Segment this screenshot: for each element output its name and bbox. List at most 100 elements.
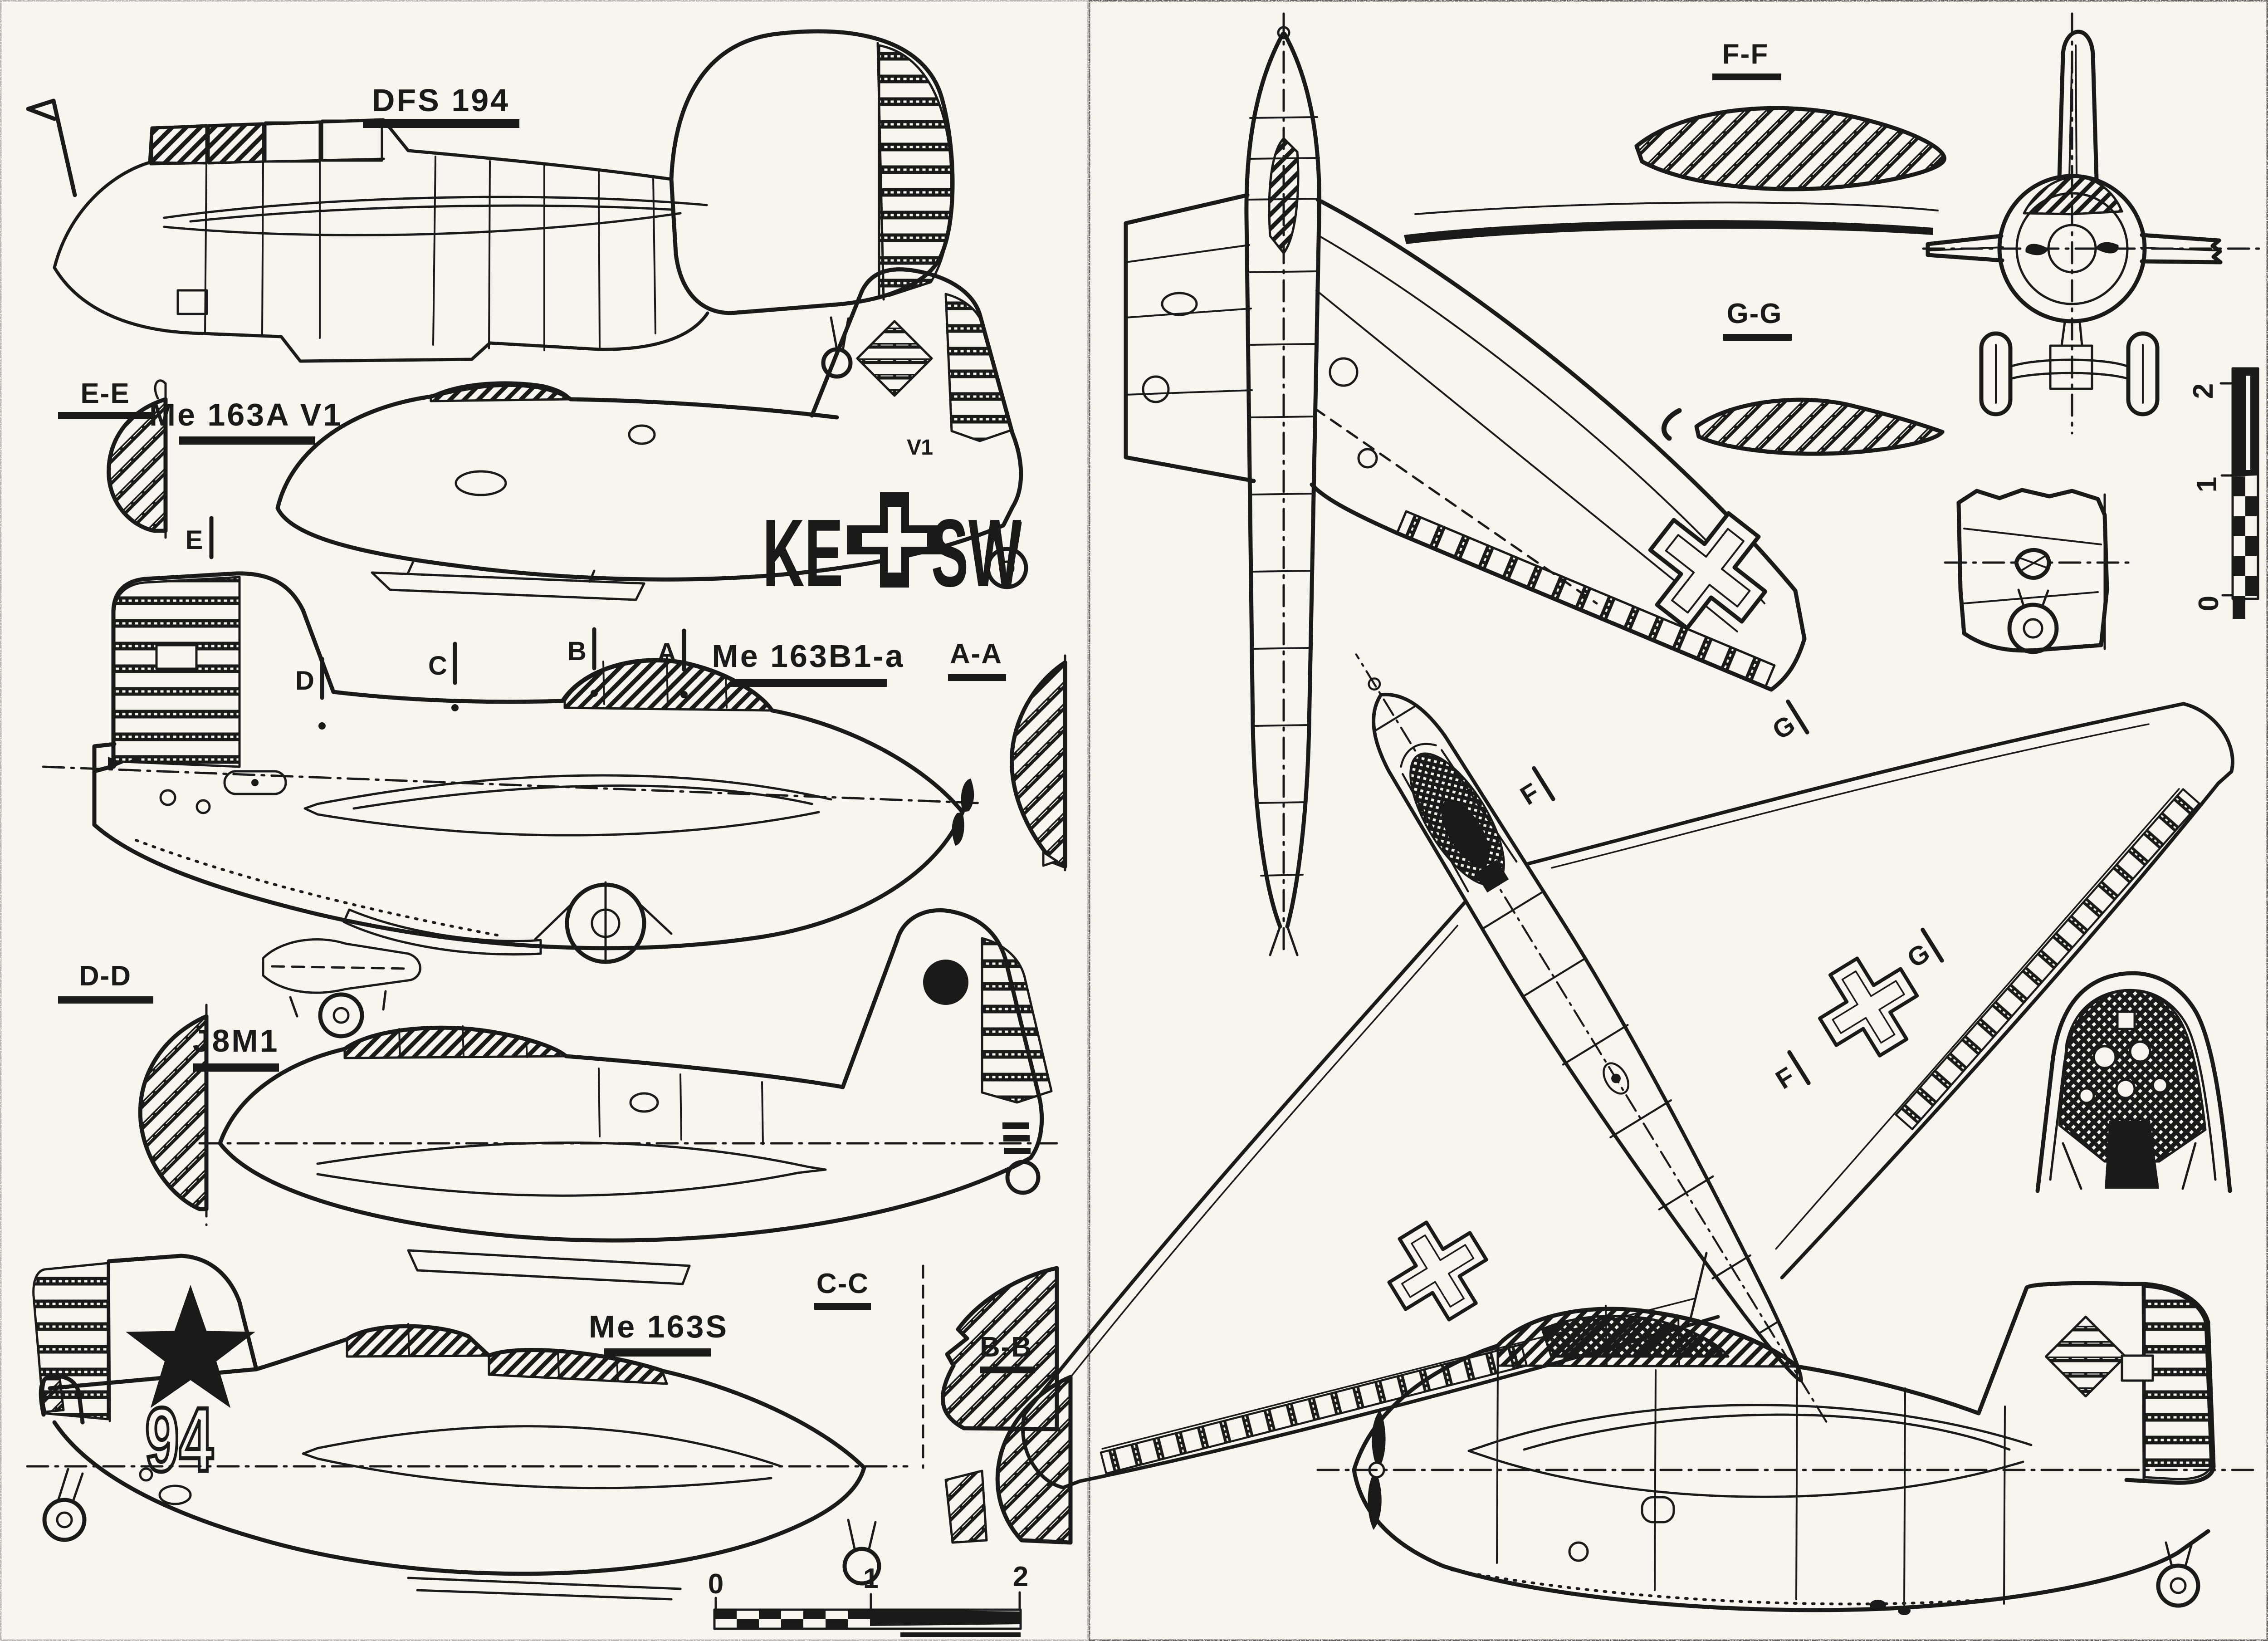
section-ff-airfoil (1634, 106, 1946, 191)
section-cc-underline (814, 1303, 871, 1310)
j8m1-side-view: J8M1 (192, 908, 1058, 1285)
rudder-trim-tab (155, 644, 198, 670)
scale-bottom-checker (714, 1610, 870, 1629)
diag-wing-starboard (1526, 702, 2234, 1279)
me163a-label: Me 163A V1 (149, 397, 343, 432)
rudder-tab-right (2121, 1354, 2154, 1382)
marker-d: D (295, 656, 326, 730)
balkenkreuz-inner (862, 507, 927, 573)
me163s-fin (107, 1254, 259, 1372)
front-prop-blades (2025, 242, 2119, 255)
svg-text:E: E (186, 525, 203, 555)
cockpit-panel-detail (2035, 971, 2232, 1193)
tail-insignia-right (2044, 1315, 2127, 1398)
sideb-frames (1496, 1366, 2006, 1607)
j8m1-rudder-ribs (981, 937, 1053, 1104)
section-ff-underline (1712, 73, 1781, 80)
sideb-wing-profile (1467, 1404, 2033, 1498)
rivet-line (135, 839, 500, 937)
diag-centerline (1355, 653, 1828, 1423)
plan-right-wing (1310, 197, 1807, 692)
dfs194-fin (669, 29, 955, 315)
section-aa-notch (1042, 851, 1058, 867)
section-gg-underline (1723, 334, 1792, 341)
scale-right-0: 0 (2193, 596, 2224, 611)
me163s-nosewheel (842, 1547, 881, 1586)
j8m1-label: J8M1 (192, 1023, 279, 1058)
tow-hook (1368, 677, 1381, 691)
datum-mark (108, 757, 139, 769)
section-dd-underline (58, 996, 153, 1004)
plan-fuselage-left (1244, 32, 1285, 929)
dolly-struts (534, 881, 673, 962)
dfs194-rudder-hinge (876, 42, 885, 301)
me163b1a-label: Me 163B1-a (712, 638, 904, 674)
me163a-tailwheel-fork (990, 520, 1022, 553)
dfs194-side-view: DFS 194 (26, 29, 955, 379)
me163a-fuselage-bottom (275, 431, 1023, 582)
sideb-rudder-hinge (2141, 1283, 2145, 1481)
tactical-number: 94 (145, 1389, 213, 1490)
sideb-rudder-ribs (2143, 1285, 2212, 1480)
me163s-fuselage-bottom (52, 1420, 866, 1576)
me163s-front-canopy (488, 1349, 668, 1385)
front-fin (2057, 29, 2099, 181)
section-bb-underline (980, 1367, 1035, 1373)
j8m1-underline (193, 1063, 279, 1072)
section-dd-label: D-D (79, 960, 132, 992)
tail-fragment-detail (1944, 488, 2133, 654)
plan-elevon-ribs (1396, 510, 1776, 689)
section-ff-label: F-F (1722, 39, 1769, 70)
fuselage-code-right: SW (931, 499, 1021, 607)
section-cc: C-C (814, 1264, 1059, 1469)
pilot-sketch (1541, 1315, 1730, 1358)
me163b1a-side-view: D C B A Me 163B1-a (42, 571, 981, 1038)
j8m1-fuselage-bottom (218, 1097, 1044, 1243)
me163s-rear-canopy (346, 1326, 489, 1358)
control-column (2105, 1121, 2159, 1189)
j8m1-skid (407, 1249, 691, 1285)
access-hatch (176, 289, 208, 315)
porthole (628, 424, 656, 445)
j8m1-canopy-frames (398, 1025, 528, 1058)
red-star-insignia (126, 1285, 255, 1408)
svg-text:D: D (295, 666, 314, 696)
diag-frames (1481, 891, 1780, 1335)
me163s-tailwheel-fork (57, 1468, 84, 1504)
dfs194-underline (363, 119, 519, 128)
section-aa-underline (948, 674, 1006, 681)
canopy-pane-hatched-1 (151, 124, 208, 165)
me163b-rudder-ribs (113, 576, 241, 768)
section-cc-label: C-C (816, 1268, 869, 1299)
sideb-tailwheel (2156, 1563, 2200, 1608)
slat-detail-strip (1404, 201, 1939, 244)
me163s-underline (604, 1348, 711, 1357)
section-ff: F-F (1634, 39, 1946, 191)
me163b-side-view-right (1316, 1252, 2258, 1615)
dfs194-fuselage-bottom (53, 266, 709, 363)
scale-right-1: 1 (2191, 477, 2223, 492)
me163s-skid (407, 1577, 682, 1601)
me163s-rudder-hinge (108, 1259, 111, 1422)
me163b-fuselage-bottom (92, 810, 965, 950)
j8m1-wing-profile (316, 1141, 827, 1197)
section-ee-underline (58, 412, 152, 419)
me163b-fuselage-top (331, 658, 965, 814)
nose-generator-prop (952, 779, 974, 846)
tail-insignia (856, 320, 933, 397)
takeoff-dolly-detail (262, 938, 421, 1038)
scale-bottom-solid (870, 1610, 1021, 1626)
me163b-skid (342, 908, 542, 956)
front-canopy (2023, 176, 2123, 216)
dfs194-wing-profile (163, 196, 708, 236)
section-aa-label: A-A (950, 638, 1002, 670)
section-gg-airfoil (1694, 397, 1945, 456)
section-bb-cut-2 (944, 1470, 988, 1544)
section-bb-label: B-B (980, 1332, 1032, 1363)
me163b1a-underline (730, 679, 887, 687)
me163a-tailwheel (986, 547, 1028, 589)
svg-text:B: B (567, 637, 587, 666)
access-oval (455, 470, 507, 496)
